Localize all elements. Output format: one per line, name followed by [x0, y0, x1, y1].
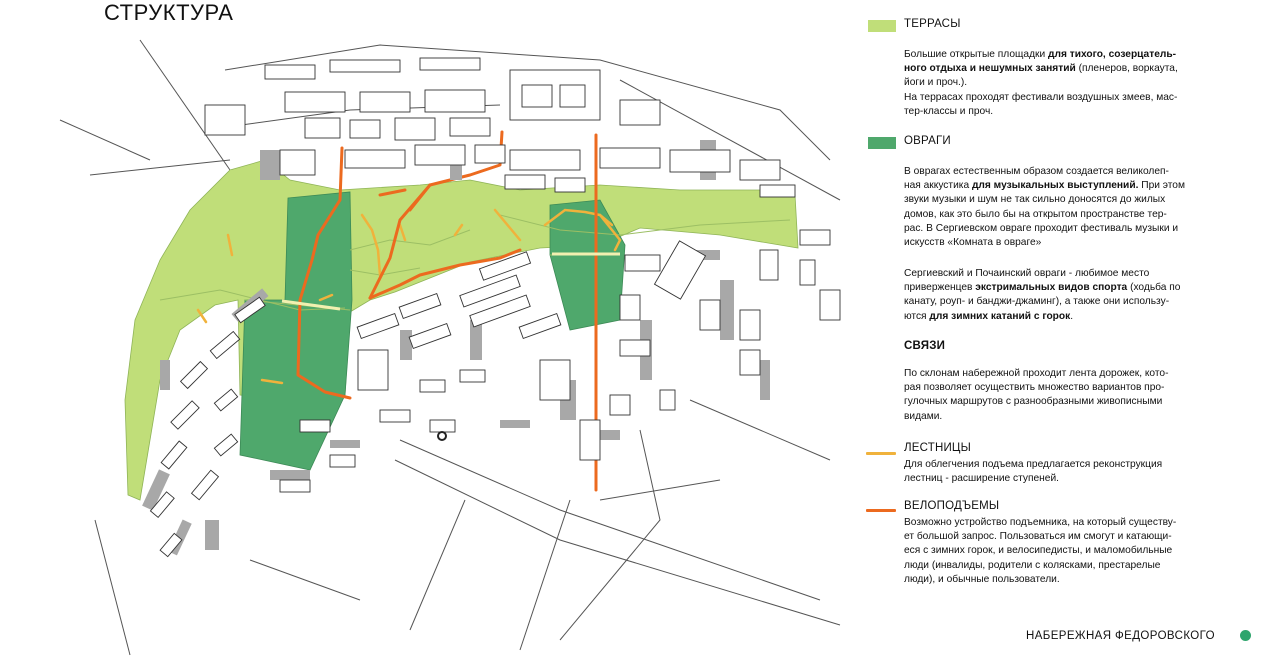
stairs-line-swatch — [866, 452, 896, 455]
ravines-text1-part-1: для музыкальных выступлений. — [971, 180, 1139, 192]
ravines-text1-part-2: При этом звуки музыки и шум не так сильн… — [904, 180, 1185, 249]
ravines-swatch — [868, 137, 896, 149]
stairs-description: Для облегчения подъема предлагается реко… — [904, 459, 1163, 485]
bike-lifts-line-swatch — [866, 509, 896, 512]
terraces-upper-left — [230, 170, 290, 200]
ravines-text2-part-3: для зимних катаний с горок — [929, 310, 1071, 322]
globe-icon — [1240, 630, 1251, 641]
terraces-heading: ТЕРРАСЫ — [904, 18, 961, 30]
terraces-swatch — [868, 20, 896, 32]
stairs-heading: ЛЕСТНИЦЫ — [904, 442, 972, 454]
terraces-text-part-1: для тихого, созерцатель- ного отдыха и н… — [904, 49, 1176, 75]
ravines-text2-part-4: . — [1070, 310, 1074, 322]
ravines-text1-part-0: В оврагах естественным образом создается… — [904, 166, 1169, 192]
site-plan-map — [59, 39, 841, 656]
terraces-text-part-2: (пленеров, воркаута, йоги и проч.). На т… — [904, 63, 1178, 117]
ravines-text2-part-0: Сергиевский и Почаинский овраги - любимо… — [904, 268, 1150, 294]
buildings — [149, 57, 841, 558]
road-lines — [59, 39, 841, 656]
page-title: СТРУКТУРА — [104, 0, 234, 25]
ravines-description-sports: Сергиевский и Почаинский овраги - любимо… — [904, 267, 1234, 324]
links-description: По склонам набережной проходит лента дор… — [904, 368, 1169, 422]
links-heading: СВЯЗИ — [904, 340, 946, 352]
ravines-heading: ОВРАГИ — [904, 135, 951, 147]
ravines-text2-part-1: экстримальных видов спорта — [975, 282, 1128, 294]
footbridges — [281, 252, 620, 311]
ravines-text2-part-2: (ходьба по канату, роуп- и банджи-джамин… — [904, 282, 1181, 322]
terraces-description: Большие открытые площадки для тихого, со… — [904, 48, 1234, 119]
bike-lifts-heading: ВЕЛОПОДЪЕМЫ — [904, 500, 1000, 512]
terraces-text-part-0: Большие открытые площадки — [904, 49, 1048, 60]
stairs-lines — [196, 208, 622, 385]
project-name-footer: НАБЕРЕЖНАЯ ФЕДОРОВСКОГО — [1026, 630, 1215, 642]
site-marker — [437, 431, 447, 441]
ravines-description-acoustics: В оврагах естественным образом создается… — [904, 165, 1234, 250]
bike-lifts-description: Возможно устройство подъемника, на котор… — [904, 517, 1177, 585]
